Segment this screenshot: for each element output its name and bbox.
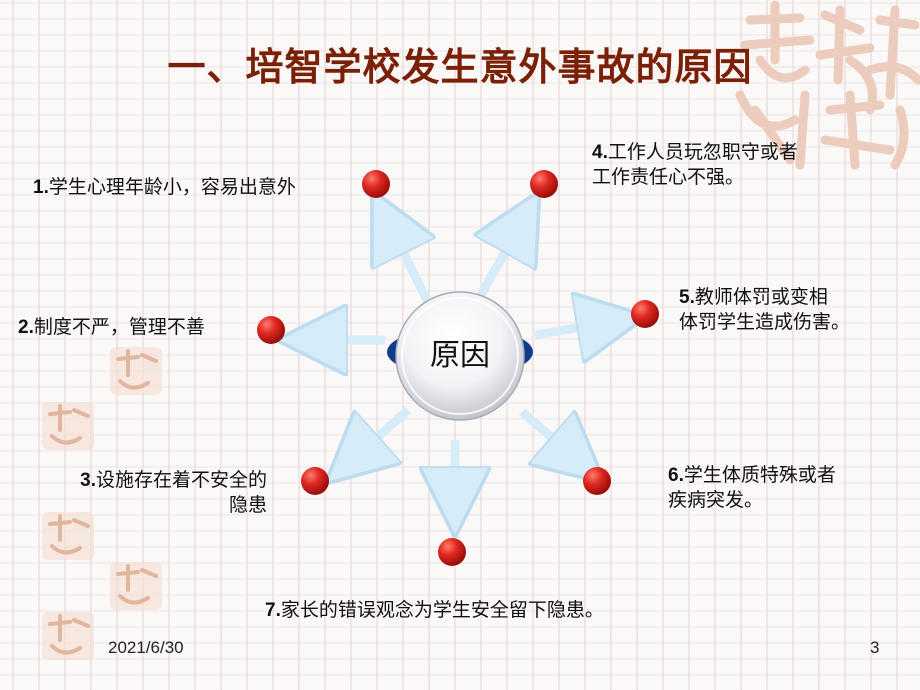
arrow-down-left <box>352 406 411 460</box>
reason-1-text: 学生心理年龄小，容易出意外 <box>48 176 296 198</box>
reason-dot-6 <box>583 467 611 495</box>
reason-4-text: 工作人员玩忽职守或者 <box>607 141 798 163</box>
footer-date: 2021/6/30 <box>108 638 184 657</box>
reason-5-text-line2: 体罚学生造成伤害。 <box>679 311 851 333</box>
reason-4: 4.工作人员玩忽职守或者 工作责任心不强。 <box>592 140 798 190</box>
reason-4-text-line2: 工作责任心不强。 <box>592 166 745 188</box>
reason-5: 5.教师体罚或变相 体罚学生造成伤害。 <box>679 285 850 335</box>
reason-dot-2 <box>257 316 285 344</box>
seal-decoration <box>110 562 162 610</box>
reason-7: 7.家长的错误观念为学生安全留下隐患。 <box>265 598 604 623</box>
calligraphy-decoration <box>735 0 920 170</box>
reason-2: 2.制度不严，管理不善 <box>18 315 205 340</box>
seal-decoration <box>42 402 94 450</box>
reason-1-number: 1. <box>33 177 49 198</box>
slide-title: 一、培智学校发生意外事故的原因 <box>167 45 753 89</box>
reason-dot-5 <box>631 300 659 328</box>
page-number: 3 <box>870 638 880 657</box>
center-hub <box>387 291 533 421</box>
seal-decoration <box>42 512 94 560</box>
reason-6-text: 学生体质特殊或者 <box>683 464 836 486</box>
reason-2-number: 2. <box>18 317 34 338</box>
reason-7-number: 7. <box>265 600 281 621</box>
reason-3: 3.设施存在着不安全的 隐患 <box>42 468 267 518</box>
reason-3-number: 3. <box>80 470 96 491</box>
reason-6-number: 6. <box>668 465 684 486</box>
reason-dot-4 <box>530 170 558 198</box>
reason-6: 6.学生体质特殊或者 疾病突发。 <box>668 463 836 513</box>
reason-dot-7 <box>438 538 466 566</box>
reason-5-text: 教师体罚或变相 <box>694 286 828 308</box>
reason-3-text-line2: 隐患 <box>228 494 267 516</box>
seal-decoration <box>110 347 162 395</box>
arrow-down-right <box>519 408 578 460</box>
reason-5-number: 5. <box>679 287 695 308</box>
center-label: 原因 <box>430 338 490 373</box>
reason-1: 1.学生心理年龄小，容易出意外 <box>33 175 296 200</box>
arrows <box>312 222 612 502</box>
reason-3-text: 设施存在着不安全的 <box>95 469 267 491</box>
reason-4-number: 4. <box>592 142 608 163</box>
seal-decoration <box>42 612 94 660</box>
reason-dot-3 <box>301 467 329 495</box>
reason-dot-1 <box>362 170 390 198</box>
arrow-right <box>534 322 612 335</box>
reason-6-text-line2: 疾病突发。 <box>668 489 764 511</box>
reason-7-text: 家长的错误观念为学生安全留下隐患。 <box>280 599 604 621</box>
reason-dots <box>257 170 659 566</box>
arrow-up-right <box>478 222 522 303</box>
arrow-up-left <box>388 222 428 305</box>
reason-2-text: 制度不严，管理不善 <box>33 316 205 338</box>
